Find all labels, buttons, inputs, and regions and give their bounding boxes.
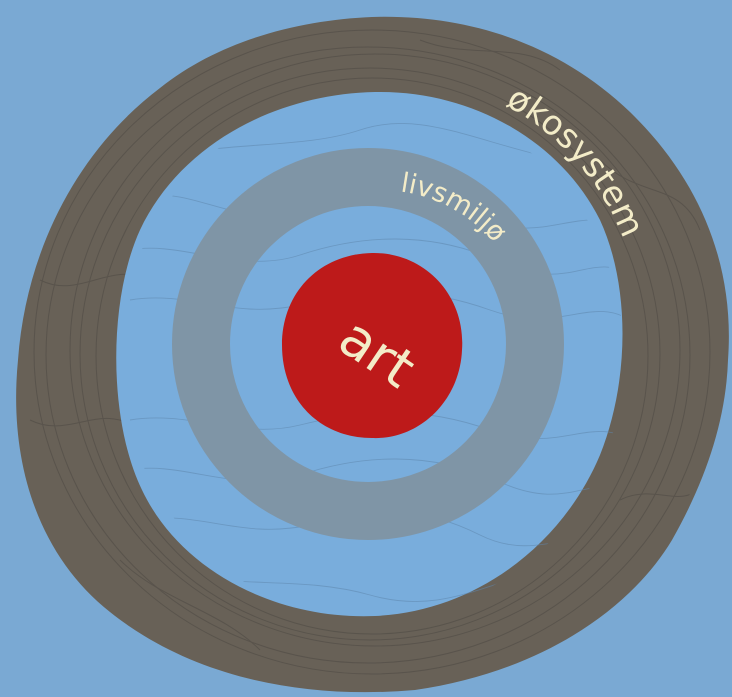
- diagram-stage: økosystem livsmiljø art: [0, 0, 732, 697]
- concentric-levels-diagram: økosystem livsmiljø art: [0, 0, 732, 697]
